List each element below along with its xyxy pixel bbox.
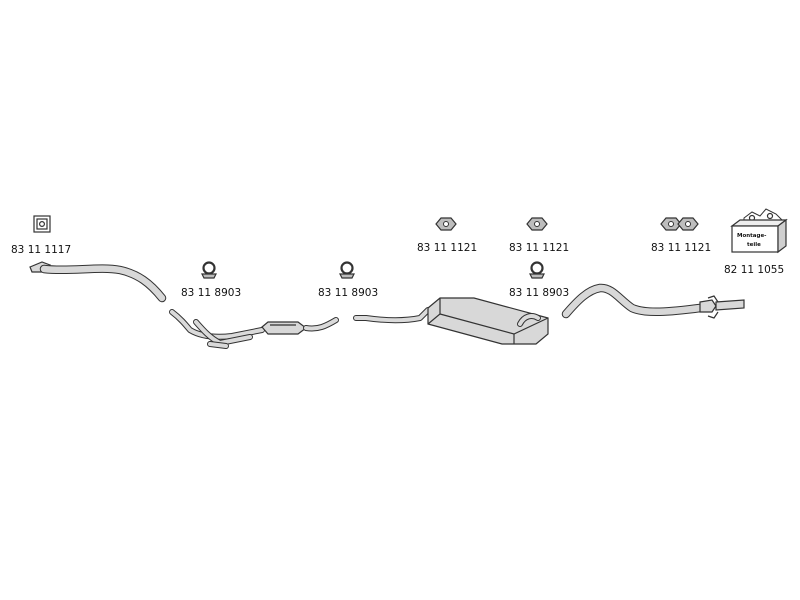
kit-label-line1: Montage-	[737, 233, 766, 239]
clamp-2-part-number: 83 11 8903	[318, 287, 378, 299]
front-pipe	[29, 261, 167, 303]
clamp-2-icon	[339, 261, 355, 279]
mounting-kit-box-icon: Montage- teile	[730, 208, 788, 254]
rubber-mount-pair-part-number: 83 11 1121	[651, 242, 711, 254]
front-silencer	[261, 317, 339, 335]
flange-gasket-part-number: 83 11 1117	[11, 244, 71, 256]
rubber-mount-pair-icon	[660, 217, 699, 231]
clamp-1-icon	[201, 261, 217, 279]
clamp-3-part-number: 83 11 8903	[509, 287, 569, 299]
clamp-3-icon	[529, 261, 545, 279]
middle-pipe	[353, 307, 431, 324]
rubber-mount-1-part-number: 83 11 1121	[417, 242, 477, 254]
front-twin-pipe-section	[169, 309, 265, 349]
rubber-mount-1-icon	[435, 217, 457, 231]
flange-gasket-icon	[33, 215, 51, 233]
rubber-mount-2-icon	[526, 217, 548, 231]
rear-silencer	[427, 297, 549, 345]
tail-pipe	[561, 283, 745, 319]
kit-label-line2: teile	[747, 242, 761, 248]
clamp-1-part-number: 83 11 8903	[181, 287, 241, 299]
mounting-kit-part-number: 82 11 1055	[724, 264, 784, 276]
rubber-mount-2-part-number: 83 11 1121	[509, 242, 569, 254]
